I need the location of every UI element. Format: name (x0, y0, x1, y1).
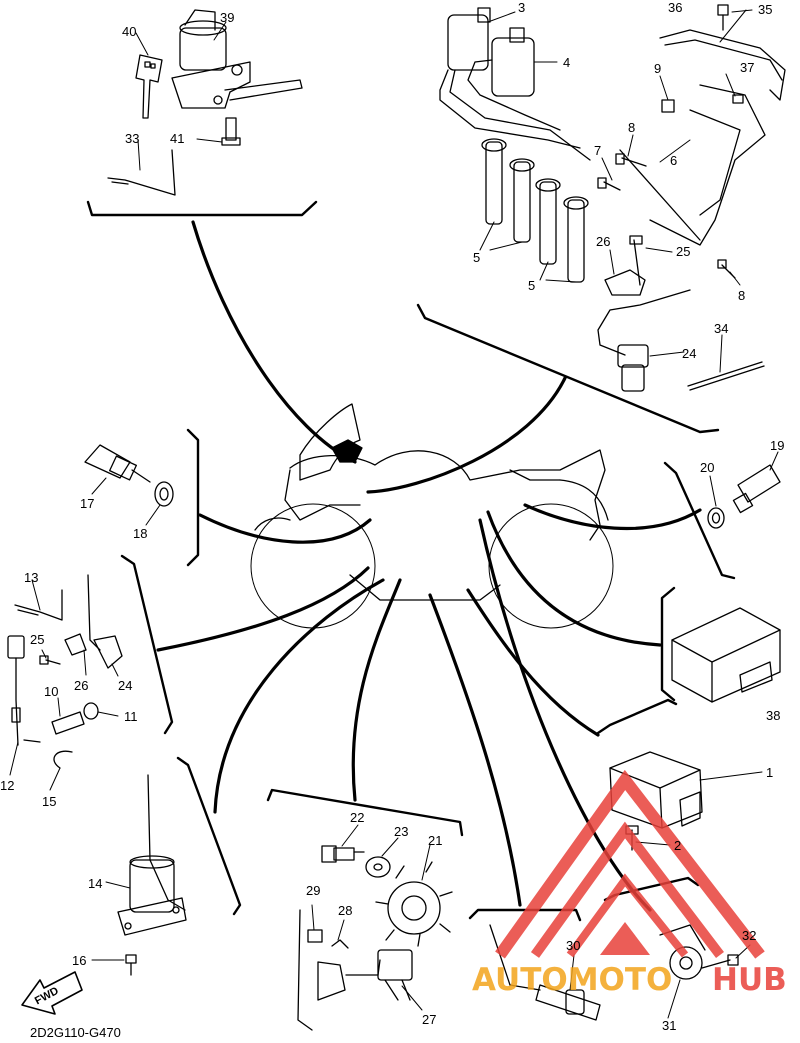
callout-20: 20 (700, 460, 714, 475)
callout-2: 2 (674, 838, 681, 853)
callout-26a: 26 (596, 234, 610, 249)
callout-4: 4 (563, 55, 570, 70)
part-washer-right (707, 507, 725, 529)
callout-32: 32 (742, 928, 756, 943)
callout-10: 10 (44, 684, 58, 699)
callout-25b: 25 (30, 632, 44, 647)
callout-18: 18 (133, 526, 147, 541)
part-wire-lead (107, 149, 176, 196)
part-main-switch (171, 9, 303, 109)
part-clamp (604, 269, 646, 296)
motorcycle-outline (250, 403, 614, 629)
part-bracket (619, 29, 786, 246)
callout-28: 28 (338, 903, 352, 918)
callout-37: 37 (740, 60, 754, 75)
part-collar (365, 856, 391, 878)
callout-33: 33 (125, 131, 139, 146)
callout-36: 36 (668, 0, 682, 15)
part-solenoid (117, 774, 187, 936)
part-temp-sensor (84, 444, 151, 483)
callout-30: 30 (566, 938, 580, 953)
callout-24a: 24 (682, 346, 696, 361)
callout-1: 1 (766, 765, 773, 780)
callout-21: 21 (428, 833, 442, 848)
part-ignition-coil (439, 7, 591, 161)
part-ignition-coil-2 (467, 27, 561, 131)
callout-34: 34 (714, 321, 728, 336)
part-washer (154, 481, 174, 507)
watermark-text-b: HUB (712, 962, 787, 998)
callout-5a: 5 (473, 250, 480, 265)
part-bolt-16 (125, 954, 137, 976)
callout-8b: 8 (738, 288, 745, 303)
callout-8a: 8 (628, 120, 635, 135)
callout-6: 6 (670, 153, 677, 168)
callout-19: 19 (770, 438, 784, 453)
callout-39: 39 (220, 10, 234, 25)
watermark-logo: AUTOMOTO HUB (472, 769, 787, 998)
part-speed-sensor (489, 924, 601, 1021)
callout-5b: 5 (528, 278, 535, 293)
callout-26b: 26 (74, 678, 88, 693)
callout-25a: 25 (676, 244, 690, 259)
part-sensor-top (597, 289, 691, 392)
callout-14: 14 (88, 876, 102, 891)
callout-23: 23 (394, 824, 408, 839)
part-small-bolt (39, 655, 61, 665)
part-sensor-bottom (297, 909, 413, 1031)
part-cable-tie (687, 361, 765, 391)
leader-lines (156, 220, 702, 912)
callout-31: 31 (662, 1018, 676, 1033)
callout-38: 38 (766, 708, 780, 723)
callout-12: 12 (0, 778, 14, 793)
diagram-code: 2D2G110-G470 (30, 1025, 121, 1040)
part-pressure-sensor (732, 464, 781, 514)
fwd-arrow (21, 971, 83, 1015)
callout-27: 27 (422, 1012, 436, 1027)
callout-29: 29 (306, 883, 320, 898)
callout-13: 13 (24, 570, 38, 585)
callout-35: 35 (758, 2, 772, 17)
part-crank-sensor (64, 633, 123, 669)
group-brackets (86, 200, 736, 922)
callout-40: 40 (122, 24, 136, 39)
callout-24b: 24 (118, 678, 132, 693)
callout-leaders (9, 9, 779, 1019)
callout-7: 7 (594, 143, 601, 158)
part-key (135, 54, 163, 119)
part-bolt-22 (321, 845, 365, 863)
part-screw (221, 117, 241, 146)
part-wire-harness (7, 574, 101, 746)
callout-11: 11 (124, 709, 138, 724)
callout-17: 17 (80, 496, 94, 511)
callout-22: 22 (350, 810, 364, 825)
callout-16: 16 (72, 953, 86, 968)
callout-41: 41 (170, 131, 184, 146)
part-ecu (671, 607, 781, 703)
callout-9: 9 (654, 61, 661, 76)
watermark-text-a: AUTOMOTO (472, 962, 672, 998)
callout-15: 15 (42, 794, 56, 809)
callouts: 40 39 33 41 3 4 5 5 6 7 8 8 9 37 36 35 2… (0, 0, 784, 1033)
callout-3: 3 (518, 0, 525, 15)
part-plug-caps (481, 138, 589, 283)
part-o2-sensor (51, 702, 99, 769)
part-rotor (375, 861, 453, 947)
